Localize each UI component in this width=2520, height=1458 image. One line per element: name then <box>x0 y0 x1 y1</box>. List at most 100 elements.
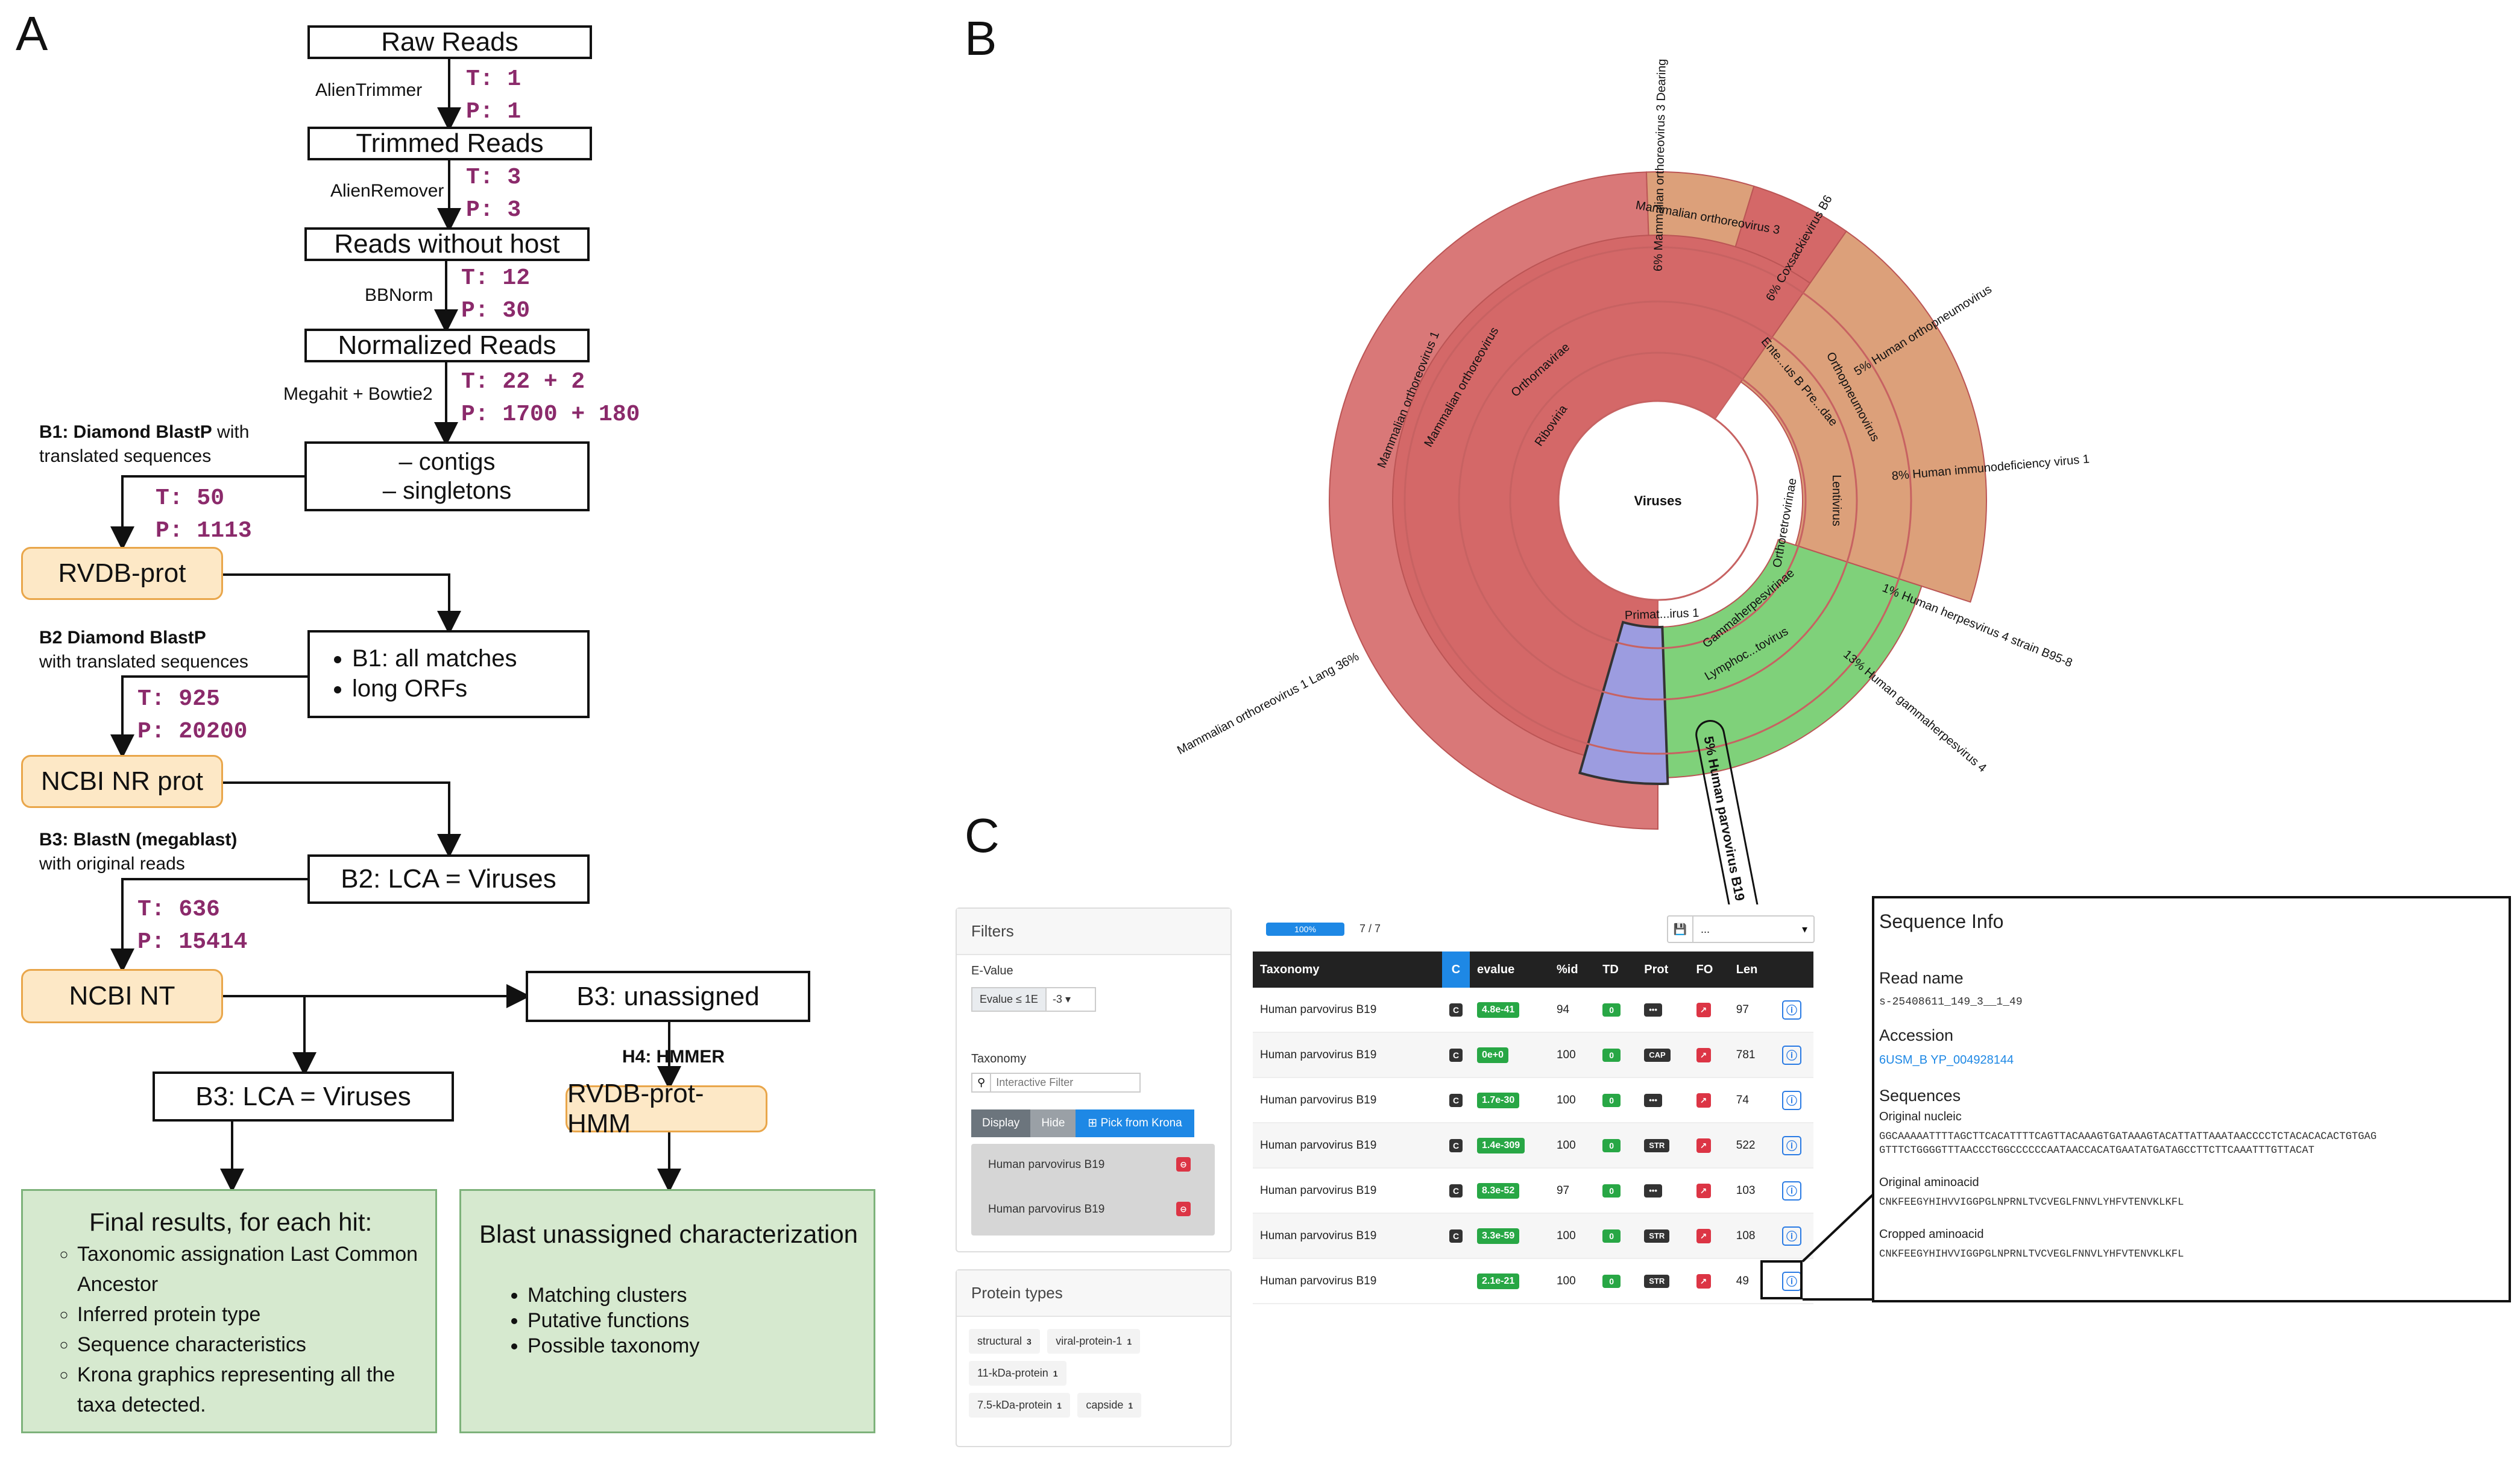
trimmed-reads-box: Trimmed Reads <box>307 127 592 160</box>
evalue-badge: 2.1e-21 <box>1477 1273 1520 1289</box>
taxonomy-cell: Human parvovirus B19 <box>1253 1258 1442 1304</box>
c-badge: C <box>1449 1138 1463 1152</box>
frame-icon: ↗ <box>1696 1228 1711 1243</box>
blast-item: Matching clusters <box>528 1283 862 1308</box>
progress-fill: 100% <box>1266 923 1344 936</box>
taxonomy-group: ⚲ <box>971 1073 1141 1093</box>
evalue-cell: 0e+0 <box>1470 1032 1549 1078</box>
column-header-pid[interactable]: %id <box>1549 951 1596 988</box>
column-header-evalue[interactable]: evalue <box>1470 951 1549 988</box>
taxonomy-cell: Human parvovirus B19 <box>1253 1123 1442 1169</box>
accession-link[interactable]: 6USM_B YP_004928144 <box>1879 1053 2014 1067</box>
final-item: Inferred protein type <box>77 1299 423 1330</box>
b3-lca-box: B3: LCA = Viruses <box>153 1071 454 1122</box>
evalue-cell: 3.3e-59 <box>1470 1213 1549 1259</box>
fo-cell: ↗ <box>1689 1032 1729 1078</box>
search-icon: ⚲ <box>971 1073 992 1093</box>
info-icon[interactable]: ⓘ <box>1782 1135 1801 1155</box>
prot-badge: STR <box>1644 1229 1670 1243</box>
krona-outer-label: Mammalian orthoreovirus 1 Lang 36% <box>1175 650 1361 757</box>
tool-bbnorm: BBNorm <box>365 285 433 305</box>
frame-icon: ↗ <box>1696 1138 1711 1153</box>
original-nucleic-seq-1: GGCAAAAATTTTAGCTTCACATTTTCAGTTACAAAGTGAT… <box>1879 1131 2377 1143</box>
singletons-line: – singletons <box>382 478 512 504</box>
frame-icon: ↗ <box>1696 1273 1711 1289</box>
ring-line <box>1458 300 1858 701</box>
td-cell: 0 <box>1595 1213 1637 1259</box>
prot-cell: STR <box>1637 1258 1689 1304</box>
pick-from-krona-button[interactable]: ⊞ Pick from Krona <box>1076 1109 1194 1137</box>
column-header-c[interactable]: C <box>1442 951 1470 988</box>
evalue-badge: 4.8e-41 <box>1477 1002 1520 1018</box>
blast-unassigned-heading: Blast unassigned characterization <box>479 1220 858 1248</box>
arrow-b1list-nr <box>110 675 307 759</box>
krona-segment-parvovirus[interactable] <box>1578 620 1669 785</box>
krona-pct: 8% <box>1891 469 1910 483</box>
evalue-select[interactable]: -3 ▾ <box>1046 987 1096 1012</box>
evalue-badge: 1.4e-309 <box>1477 1137 1525 1153</box>
final-item: Sequence characteristics <box>77 1330 423 1360</box>
column-header-taxonomy[interactable]: Taxonomy <box>1253 951 1442 988</box>
evalue-badge: 8.3e-52 <box>1477 1182 1520 1199</box>
td-cell: 0 <box>1595 988 1637 1033</box>
pid-cell: 100 <box>1549 1032 1596 1078</box>
evalue-addon: Evalue ≤ 1E <box>971 987 1047 1012</box>
krona-segment-lang[interactable] <box>1329 171 1658 830</box>
krona-segment-gammaherpes[interactable] <box>1662 538 1923 778</box>
column-header-len[interactable]: Len <box>1728 951 1775 988</box>
td-badge: 0 <box>1602 1184 1621 1198</box>
remove-taxon-button[interactable]: ⊖ <box>1176 1202 1191 1216</box>
info-icon[interactable]: ⓘ <box>1782 1090 1801 1110</box>
info-cell: ⓘ <box>1775 1078 1813 1123</box>
info-icon[interactable]: ⓘ <box>1782 1181 1801 1201</box>
display-button[interactable]: Display <box>971 1109 1031 1137</box>
krona-label: Lentivirus <box>1830 475 1843 526</box>
td-badge: 0 <box>1602 1229 1621 1243</box>
pid-cell: 97 <box>1549 1168 1596 1214</box>
c-cell: C <box>1442 1123 1470 1169</box>
krona-taxon: Human herpesvirus 4 strain B95-8 <box>1900 589 2074 670</box>
krona-center[interactable] <box>1557 400 1759 601</box>
taxonomy-filter-input[interactable] <box>991 1073 1141 1093</box>
action-select[interactable]: 💾 ... ▾ <box>1667 915 1815 943</box>
info-icon[interactable]: ⓘ <box>1782 1226 1801 1246</box>
column-header-prot[interactable]: Prot <box>1637 951 1689 988</box>
taxonomy-cell: Human parvovirus B19 <box>1253 1213 1442 1259</box>
info-icon[interactable]: ⓘ <box>1782 1000 1801 1020</box>
remove-taxon-button[interactable]: ⊖ <box>1176 1157 1191 1172</box>
krona-outer-label: 1% Human herpesvirus 4 strain B95-8 <box>1880 581 2074 670</box>
evalue-cell: 1.4e-309 <box>1470 1123 1549 1169</box>
krona-segment-orange-group[interactable] <box>1740 230 1987 603</box>
final-item: Taxonomic assignation Last Common Ancest… <box>77 1239 423 1299</box>
column-header-td[interactable]: TD <box>1595 951 1637 988</box>
info-cell: ⓘ <box>1775 1258 1813 1304</box>
info-icon[interactable]: ⓘ <box>1782 1045 1801 1065</box>
hide-button[interactable]: Hide <box>1030 1109 1076 1137</box>
accession-label: Accession <box>1879 1026 1954 1044</box>
pid-cell: 100 <box>1549 1258 1596 1304</box>
krona-chart[interactable]: Viruses RiboviriaOrthornaviraeMammalian … <box>1085 0 2170 904</box>
tool-alientrimmer: AlienTrimmer <box>315 80 423 100</box>
column-header-fo[interactable]: FO <box>1689 951 1729 988</box>
evalue-badge: 0e+0 <box>1477 1047 1509 1063</box>
c-badge: C <box>1449 1229 1463 1243</box>
original-nucleic-label: Original nucleic <box>1879 1110 1962 1123</box>
evalue-badge: 1.7e-30 <box>1477 1092 1520 1108</box>
taxonomy-cell: Human parvovirus B19 <box>1253 1032 1442 1078</box>
